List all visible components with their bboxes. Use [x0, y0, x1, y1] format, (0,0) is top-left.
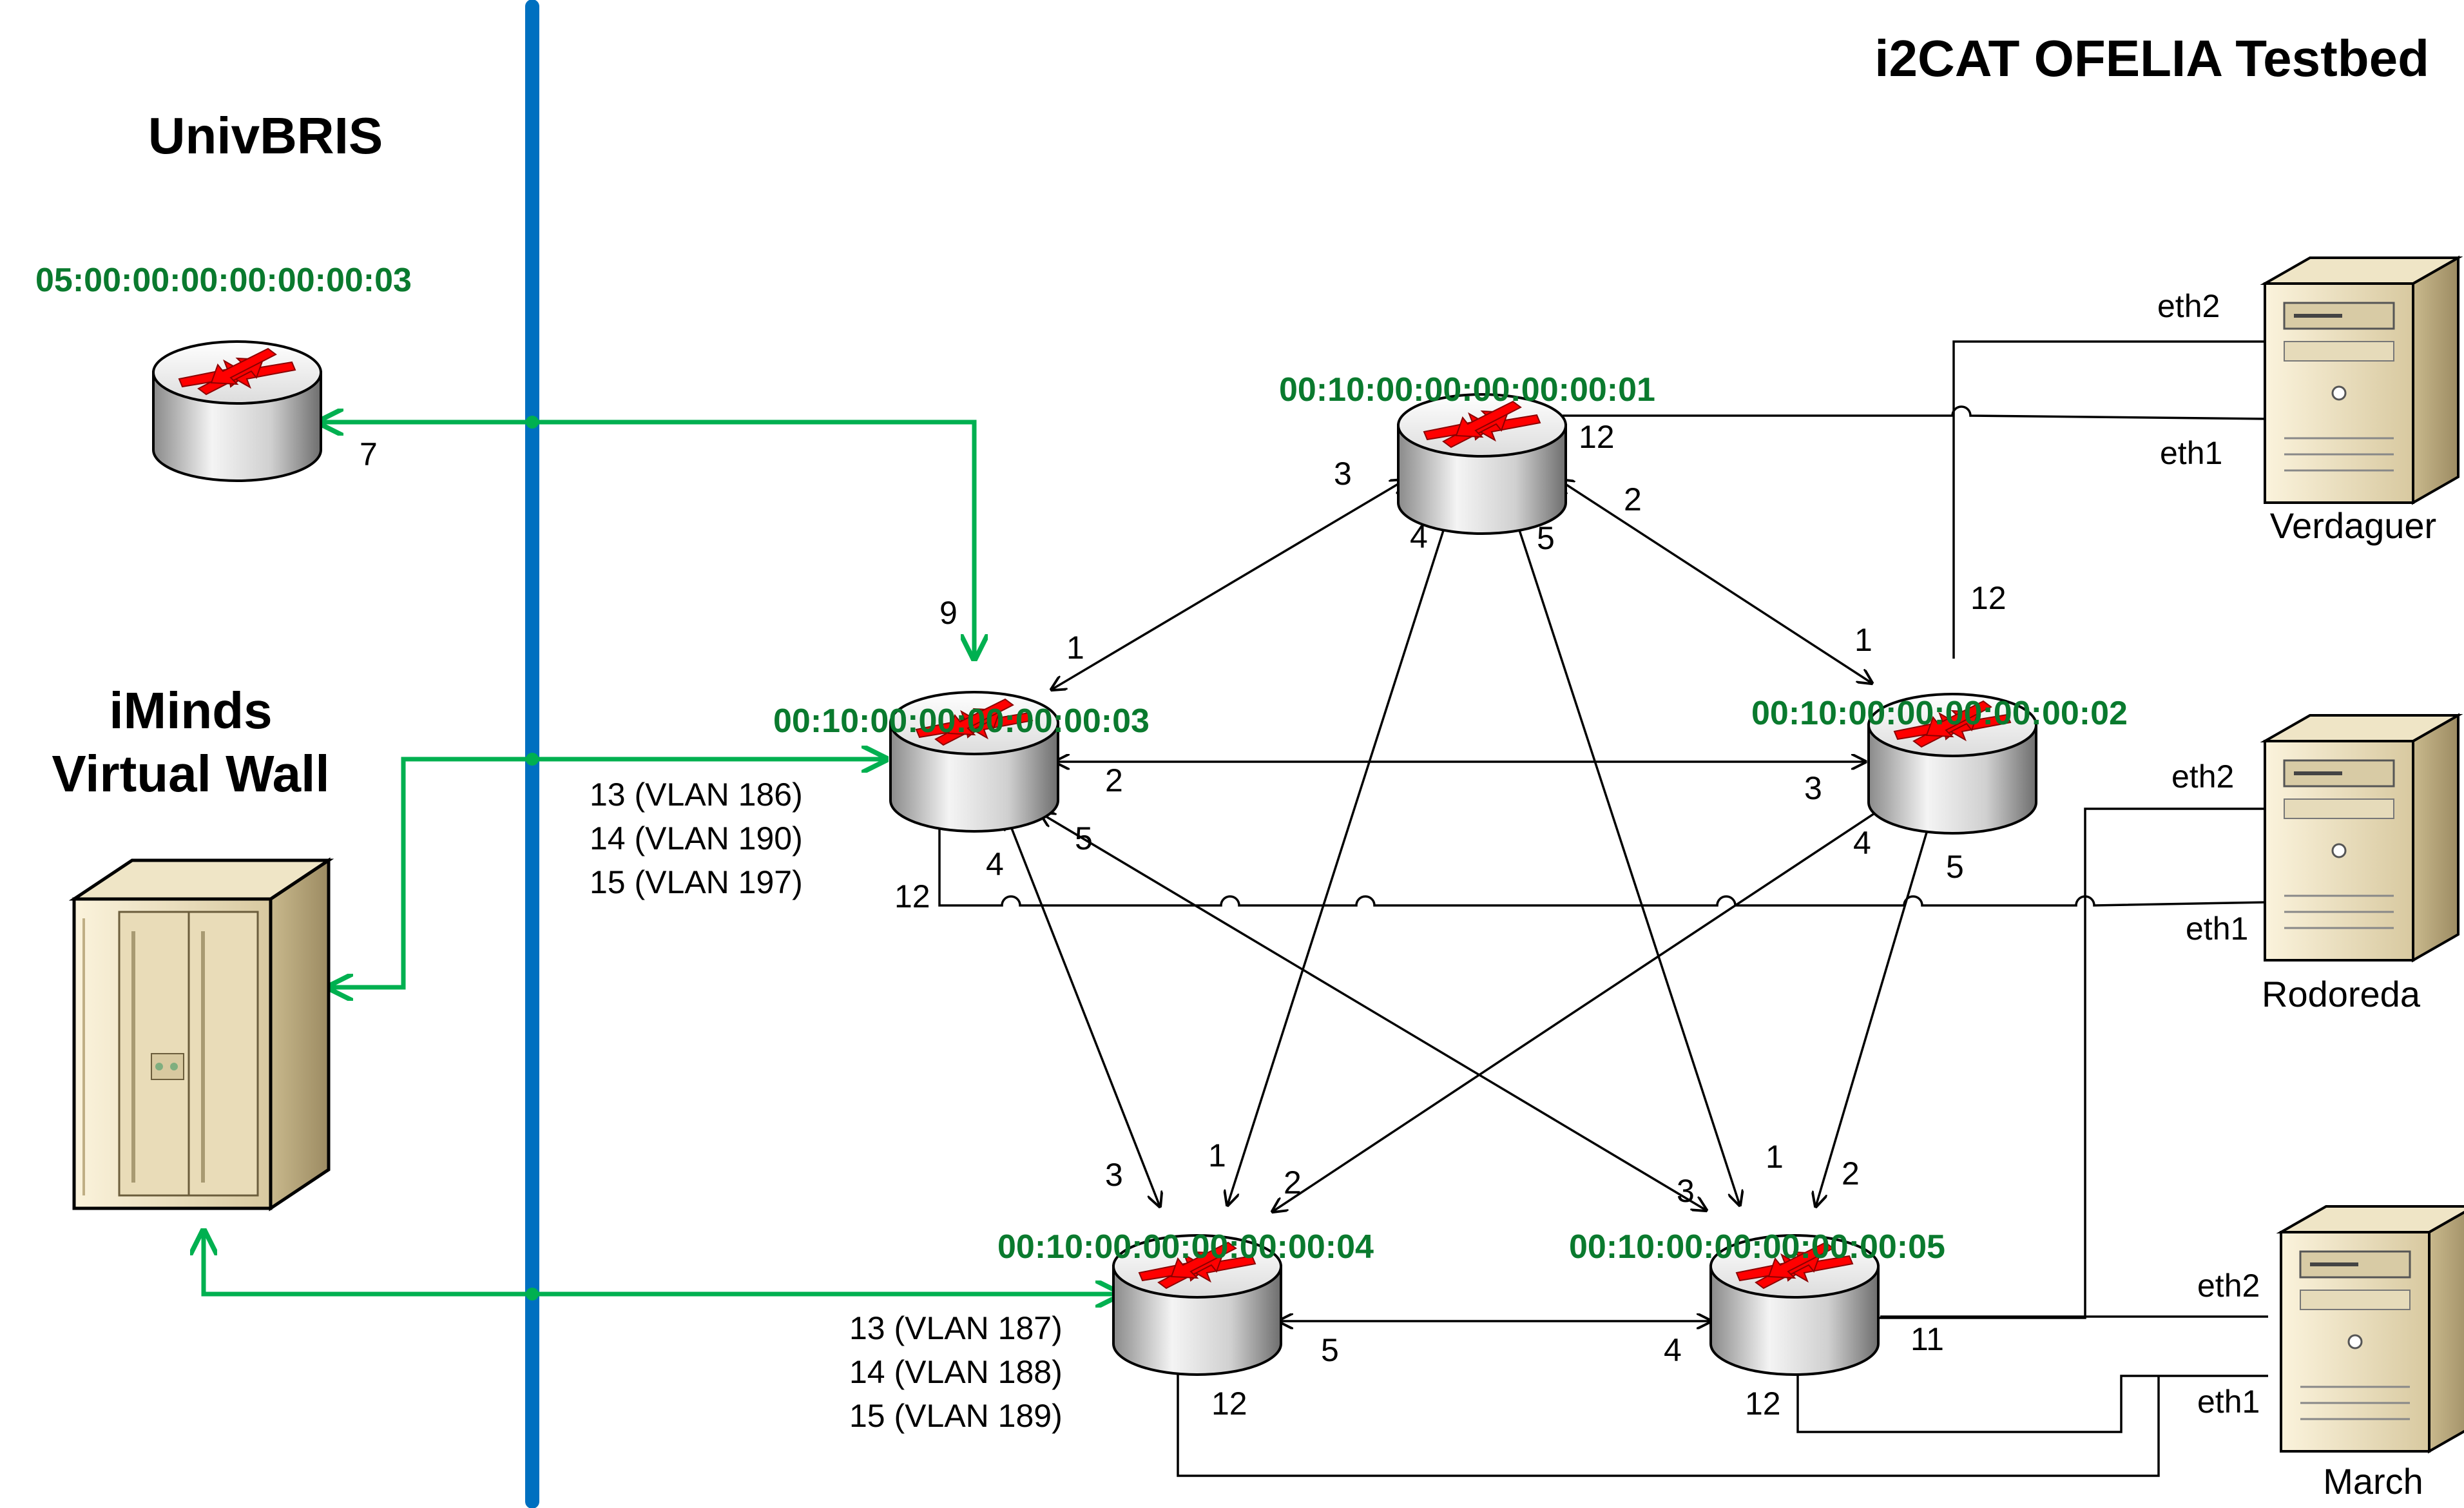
- server-rack-icon-iminds[interactable]: [68, 857, 334, 1212]
- server-name-rodoreda: Rodoreda: [2262, 974, 2421, 1014]
- verdaguer-eth2-label: eth2: [2157, 288, 2220, 324]
- port-s3-12: 12: [894, 878, 930, 914]
- port-univbris-7: 7: [360, 436, 378, 472]
- link-s1-verdaguer-eth1: [1563, 405, 2269, 420]
- port-s1-4: 4: [1410, 519, 1428, 555]
- site-label-iminds-2: Virtual Wall: [52, 745, 329, 802]
- port-s3-1: 1: [1066, 630, 1084, 666]
- dpid-label-s3: 00:10:00:00:00:00:00:03: [773, 702, 1150, 740]
- dpid-label-s1: 00:10:00:00:00:00:00:01: [1279, 371, 1655, 409]
- router-icon-s1[interactable]: [1397, 393, 1567, 535]
- dpid-label-univbris: 05:00:00:00:00:00:00:03: [35, 262, 412, 299]
- link-s1-s2: [1559, 480, 1872, 683]
- diagram-title: i2CAT OFELIA Testbed: [1874, 30, 2429, 87]
- march-eth2-label: eth2: [2197, 1268, 2260, 1304]
- dpid-label-s5: 00:10:00:00:00:00:00:05: [1569, 1228, 1945, 1266]
- march-eth1-label: eth1: [2197, 1384, 2260, 1420]
- port-s4-2: 2: [1284, 1165, 1302, 1201]
- port-s2-12: 12: [1970, 580, 2007, 616]
- vlan-s3-15: 15 (VLAN 197): [590, 864, 803, 900]
- link-s2-verdaguer-eth2: [1952, 340, 2268, 659]
- vlan-s4-14: 14 (VLAN 188): [849, 1354, 1063, 1390]
- port-s4-12: 12: [1211, 1386, 1247, 1422]
- port-s1-3: 3: [1334, 456, 1352, 492]
- port-s5-4: 4: [1664, 1332, 1682, 1368]
- link-s5-rodoreda-eth2: [1878, 807, 2268, 1319]
- server-tower-icon-rodoreda[interactable]: [2265, 715, 2458, 960]
- link-s3-rodoreda-eth1: [938, 802, 2269, 907]
- link-s1-s5: [1513, 510, 1740, 1205]
- port-s2-4: 4: [1853, 825, 1871, 861]
- server-tower-icon-verdaguer[interactable]: [2265, 258, 2458, 503]
- port-s4-1: 1: [1208, 1137, 1226, 1174]
- vlan-s3-13: 13 (VLAN 186): [590, 777, 803, 813]
- port-s2-3: 3: [1804, 770, 1822, 806]
- link-s2-s4: [1273, 802, 1891, 1212]
- site-label-iminds-1: iMinds: [109, 682, 272, 739]
- green-link-iminds-s3: [329, 759, 886, 987]
- port-s2-5: 5: [1946, 849, 1964, 885]
- link-s2-s5: [1816, 811, 1933, 1206]
- vlan-s4-15: 15 (VLAN 189): [849, 1398, 1063, 1434]
- port-s1-12: 12: [1579, 419, 1615, 455]
- link-s5-march-eth2: [1878, 1308, 2275, 1317]
- port-s5-3: 3: [1677, 1173, 1695, 1209]
- dpid-label-s4: 00:10:00:00:00:00:00:04: [997, 1228, 1374, 1266]
- port-s3-9: 9: [939, 595, 958, 631]
- link-s3-s1: [1052, 480, 1405, 690]
- router-icon-univbris[interactable]: [152, 340, 322, 482]
- port-s2-1: 1: [1854, 622, 1872, 658]
- link-s1-s4: [1227, 510, 1450, 1205]
- dpid-label-s2: 00:10:00:00:00:00:00:02: [1751, 695, 2128, 732]
- port-s5-1: 1: [1766, 1139, 1784, 1175]
- link-s3-s4: [1006, 815, 1160, 1206]
- port-s1-5: 5: [1537, 520, 1555, 556]
- server-tower-icon-march[interactable]: [2281, 1206, 2464, 1451]
- port-s5-12: 12: [1745, 1386, 1781, 1422]
- verdaguer-eth1-label: eth1: [2160, 435, 2222, 471]
- port-s5-2: 2: [1842, 1155, 1860, 1192]
- link-s3-s5: [1041, 813, 1706, 1210]
- port-s5-11: 11: [1911, 1321, 1944, 1357]
- port-s3-4: 4: [986, 846, 1004, 882]
- port-s1-2: 2: [1624, 481, 1642, 517]
- rodoreda-eth2-label: eth2: [2171, 759, 2234, 795]
- server-name-verdaguer: Verdaguer: [2270, 505, 2436, 546]
- link-s4-march-eth1: [1177, 1366, 2160, 1477]
- green-link-univbris-s3: [319, 422, 974, 659]
- server-name-march: March: [2323, 1461, 2423, 1502]
- green-link-iminds-s4: [204, 1231, 1120, 1294]
- port-s3-5: 5: [1075, 820, 1093, 856]
- rodoreda-eth1-label: eth1: [2186, 911, 2248, 947]
- vlan-s3-14: 14 (VLAN 190): [590, 820, 803, 856]
- port-s4-3: 3: [1105, 1157, 1123, 1193]
- site-label-univbris: UnivBRIS: [148, 107, 383, 164]
- vlan-s4-13: 13 (VLAN 187): [849, 1310, 1063, 1346]
- port-s4-5: 5: [1321, 1332, 1339, 1368]
- link-s5-march-eth1: [1796, 1353, 2268, 1433]
- port-s3-2: 2: [1105, 762, 1123, 798]
